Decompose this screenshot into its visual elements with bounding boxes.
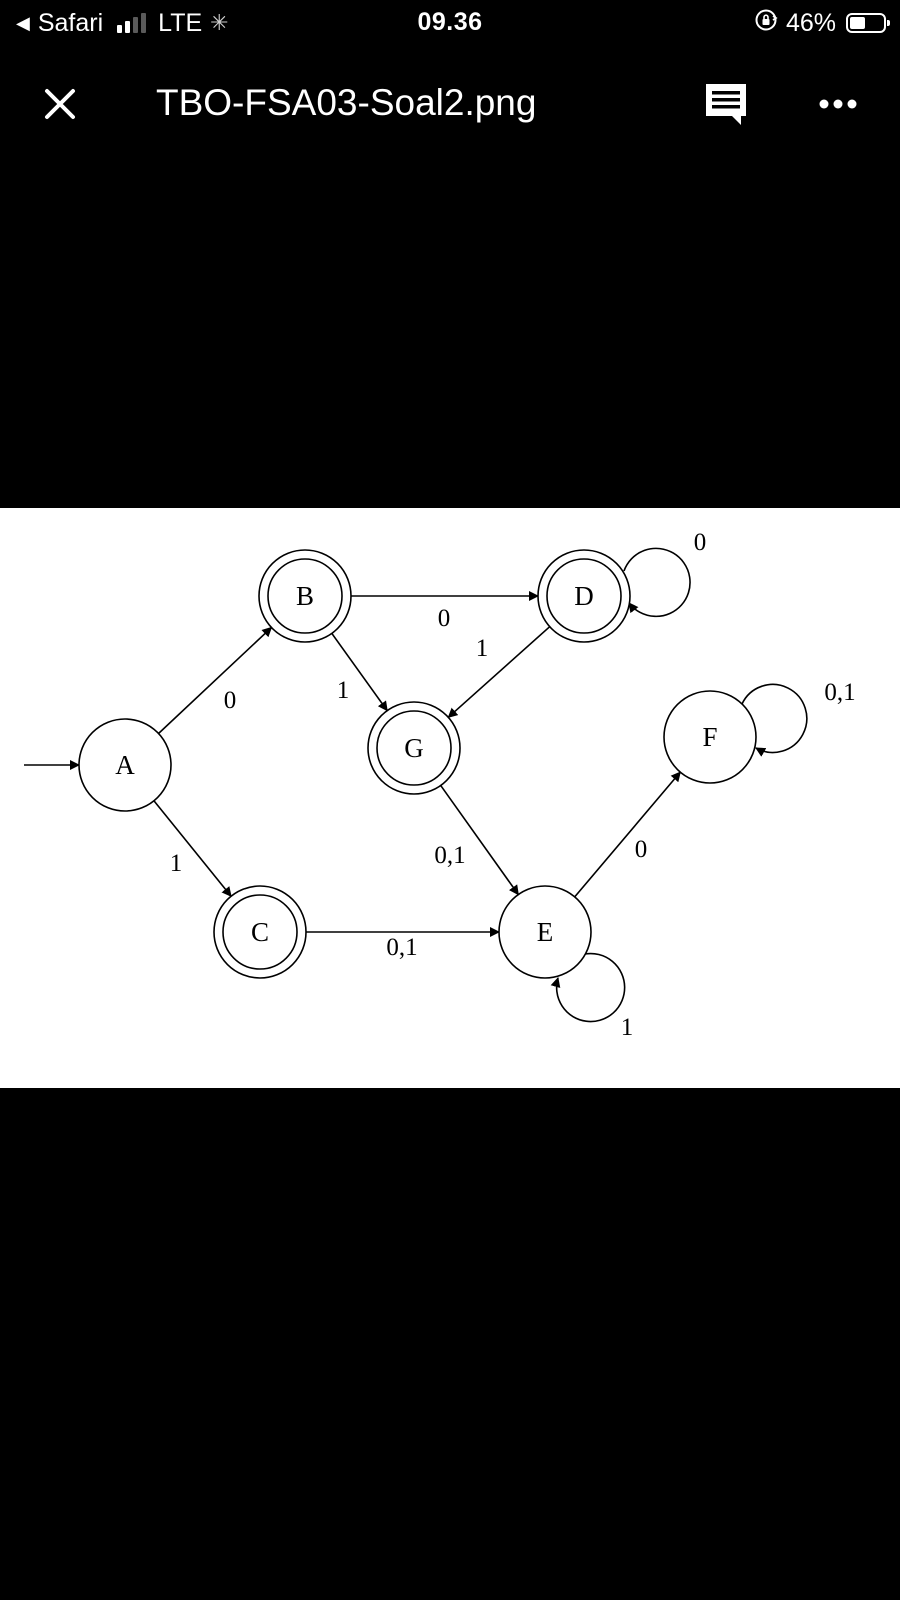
transition-B-to-G (331, 632, 388, 712)
battery-icon (846, 13, 890, 33)
transition-label-G-E: 0,1 (434, 842, 465, 869)
state-circle-C (213, 885, 307, 979)
battery-tip (887, 20, 890, 26)
state-label-G: G (404, 733, 424, 763)
transition-label-B-G: 1 (337, 677, 350, 704)
status-bar: ◀ Safari LTE ✳ 09.36 46% (0, 0, 900, 46)
battery-percent: 46% (785, 8, 836, 37)
state-E: E (498, 885, 592, 979)
cellular-signal-icon (117, 13, 147, 33)
accepting-ring-D (546, 558, 622, 634)
state-label-B: B (296, 581, 314, 611)
status-right: 46% (754, 8, 890, 39)
self-loop-D (623, 547, 691, 618)
transition-E-to-F (574, 771, 681, 898)
state-circle-D (537, 549, 631, 643)
state-C: C (213, 885, 307, 979)
transition-label-A-B: 0 (224, 687, 237, 714)
state-circle-B (258, 549, 352, 643)
back-app-label[interactable]: Safari (37, 8, 104, 37)
state-B: B (258, 549, 352, 643)
close-icon (45, 89, 75, 119)
state-F: F (663, 690, 757, 784)
state-circle-G (367, 701, 461, 795)
accepting-ring-B (267, 558, 343, 634)
transition-label-D-D: 0 (694, 529, 707, 556)
viewer-toolbar: TBO-FSA03-Soal2.png (0, 66, 900, 142)
comment-icon (706, 84, 746, 125)
transition-label-E-F: 0 (635, 836, 648, 863)
state-A: A (78, 718, 172, 812)
state-circle-A (78, 718, 172, 812)
accepting-ring-G (376, 710, 452, 786)
back-to-app-icon[interactable]: ◀ (16, 12, 30, 33)
status-left: ◀ Safari LTE ✳ (16, 8, 229, 38)
battery-fill (850, 17, 865, 29)
transition-label-A-C: 1 (170, 850, 183, 877)
state-circle-F (663, 690, 757, 784)
activity-spinner-icon: ✳ (210, 10, 229, 35)
more-horizontal-icon (819, 99, 857, 109)
transition-A-to-B (157, 626, 273, 735)
transition-label-B-D: 0 (438, 605, 451, 632)
self-loop-E (550, 952, 626, 1023)
comments-button[interactable] (700, 78, 752, 130)
network-type-label: LTE (158, 8, 203, 37)
transition-label-F-F: 0,1 (824, 679, 855, 706)
state-label-A: A (115, 750, 135, 780)
transition-D-to-G (447, 626, 551, 719)
transition-label-C-E: 0,1 (386, 934, 417, 961)
close-button[interactable] (34, 78, 86, 130)
transition-label-E-E: 1 (621, 1014, 634, 1041)
state-circle-E (498, 885, 592, 979)
state-G: G (367, 701, 461, 795)
transition-label-D-G: 1 (476, 635, 489, 662)
accepting-ring-C (222, 894, 298, 970)
self-loop-F (741, 683, 808, 757)
transition-G-to-E (440, 785, 519, 896)
file-title: TBO-FSA03-Soal2.png (156, 82, 537, 123)
status-time: 09.36 (417, 8, 483, 36)
state-label-F: F (702, 722, 717, 752)
transition-A-to-C (153, 800, 232, 898)
state-label-E: E (537, 917, 554, 947)
orientation-lock-icon (754, 8, 778, 39)
state-label-D: D (574, 581, 594, 611)
more-options-button[interactable] (812, 78, 864, 130)
state-D: D (537, 549, 631, 643)
state-label-C: C (251, 917, 269, 947)
